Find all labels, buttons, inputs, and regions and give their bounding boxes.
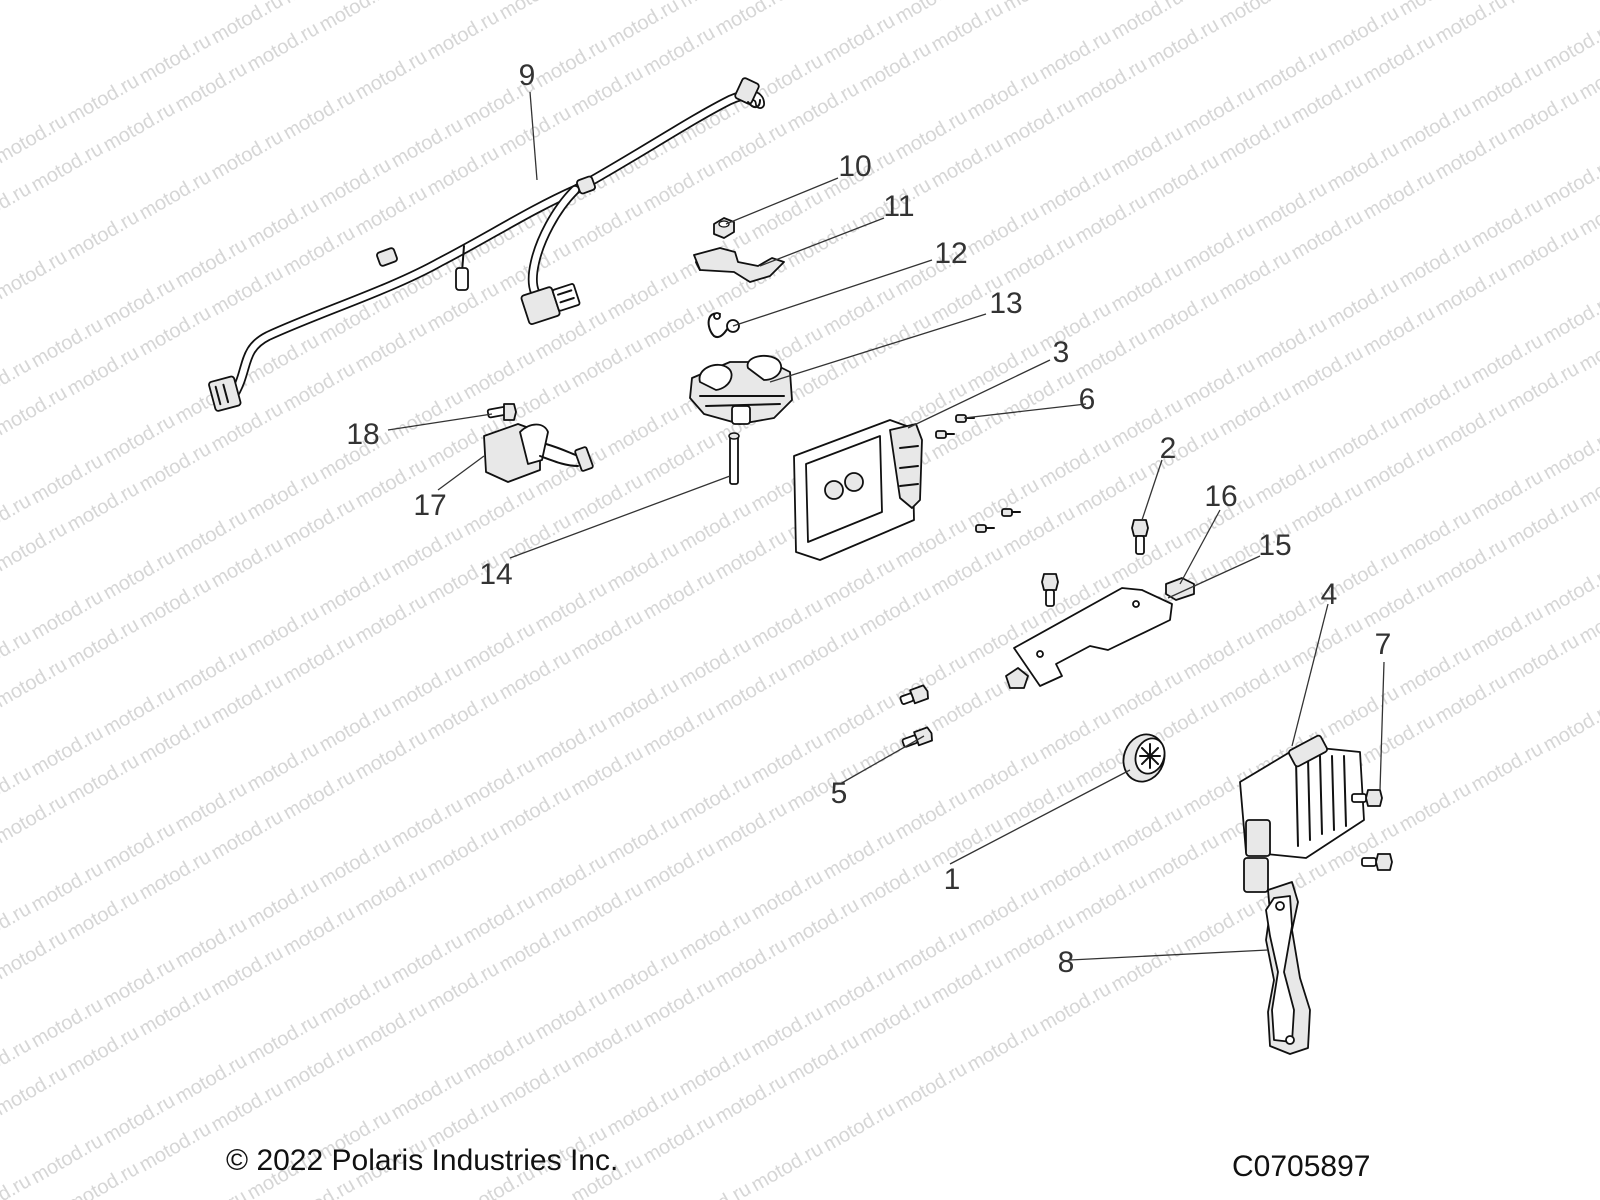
callout-18: 18 <box>346 418 379 451</box>
callout-17: 17 <box>413 489 446 522</box>
callout-4: 4 <box>1321 578 1338 611</box>
part-16-clip-nut <box>1165 577 1195 601</box>
callout-8: 8 <box>1058 946 1075 979</box>
callout-15: 15 <box>1258 529 1291 562</box>
callout-3: 3 <box>1053 336 1070 369</box>
callout-14: 14 <box>479 558 512 591</box>
callout-12: 12 <box>934 237 967 270</box>
callout-9: 9 <box>519 59 536 92</box>
part-5-bolts <box>899 684 933 748</box>
part-17-relay <box>483 423 594 483</box>
callout-11: 11 <box>883 190 914 223</box>
callout-16: 16 <box>1204 480 1237 513</box>
part-11-bracket <box>693 247 785 283</box>
part-4-voltage-regulator <box>1239 734 1365 893</box>
part-2-bolt <box>1131 519 1149 555</box>
copyright-text: © 2022 Polaris Industries Inc. <box>226 1144 619 1177</box>
part-7-screws <box>1351 789 1393 871</box>
part-14-bolt <box>728 432 740 485</box>
part-18-screw <box>486 403 517 421</box>
part-plate-bolt <box>1041 573 1059 607</box>
part-1-grommet <box>1122 733 1166 783</box>
callout-1: 1 <box>944 863 961 896</box>
drawing-code: C0705897 <box>1232 1150 1371 1183</box>
part-9-wire-harness <box>208 77 765 412</box>
callout-7: 7 <box>1375 628 1392 661</box>
callout-10: 10 <box>838 150 871 183</box>
part-10-nut <box>713 217 735 239</box>
callout-6: 6 <box>1079 383 1096 416</box>
part-15-mounting-plate <box>1005 587 1173 689</box>
callout-13: 13 <box>989 287 1022 320</box>
part-6-screws <box>935 414 1021 533</box>
part-3-ecu <box>793 419 923 561</box>
callout-5: 5 <box>831 777 848 810</box>
leader-lines <box>387 91 1385 961</box>
part-13-ignition-coil <box>689 354 793 425</box>
part-8-bracket <box>1265 881 1311 1055</box>
callout-2: 2 <box>1160 432 1177 465</box>
callout-labels: 9 10 11 12 13 3 6 2 16 15 4 7 5 1 8 18 1… <box>346 59 1391 979</box>
